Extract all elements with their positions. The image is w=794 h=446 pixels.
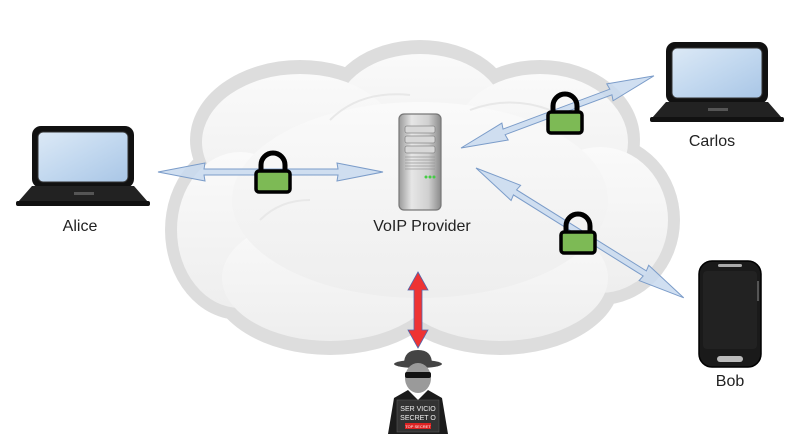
laptop-icon[interactable] [16, 126, 150, 206]
intercept-arrow [407, 271, 429, 349]
laptop-icon[interactable] [650, 42, 784, 122]
server-label: VoIP Provider [373, 218, 471, 235]
lock-icon [546, 91, 584, 135]
server-tower-icon[interactable] [398, 113, 442, 211]
lock-icon [559, 211, 597, 255]
carlos-label: Carlos [688, 133, 736, 150]
lock-icon [254, 150, 292, 194]
alice-label: Alice [62, 218, 98, 235]
bob-label: Bob [715, 373, 745, 390]
spy-agent-icon: SER VICIO SECRET O TOP SECRET [388, 350, 448, 434]
cloud [165, 40, 680, 355]
spy-badge: TOP SECRET [405, 424, 431, 429]
spy-sign-line1: SER VICIO [400, 406, 436, 413]
smartphone-icon[interactable] [698, 260, 762, 368]
spy-sign-line2: SECRET O [400, 415, 436, 422]
